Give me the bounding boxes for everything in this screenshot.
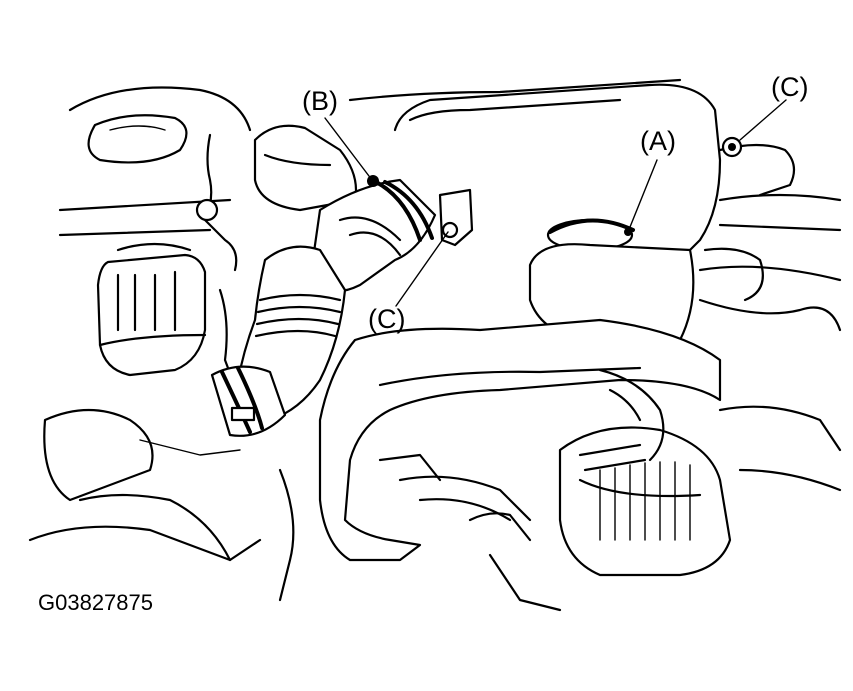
air-intake-duct xyxy=(253,124,437,293)
throttle-body-hose xyxy=(528,218,695,342)
left-strut-tower xyxy=(68,86,252,164)
leader-c-top xyxy=(739,99,787,141)
lower-hose-clamp xyxy=(210,365,287,437)
callout-c-middle: (C) xyxy=(368,304,406,334)
figure-id: G03827875 xyxy=(38,590,153,615)
leader-a xyxy=(627,159,658,233)
alternator xyxy=(558,426,732,577)
leader-c-middle xyxy=(395,231,449,307)
leader-b xyxy=(324,117,373,181)
engine-cover xyxy=(393,83,722,252)
callout-c-top: (C) xyxy=(771,72,809,102)
callout-b: (B) xyxy=(302,86,338,116)
reservoir-cap xyxy=(96,242,207,377)
callout-a: (A) xyxy=(640,126,676,156)
intake-pipe xyxy=(318,318,722,562)
